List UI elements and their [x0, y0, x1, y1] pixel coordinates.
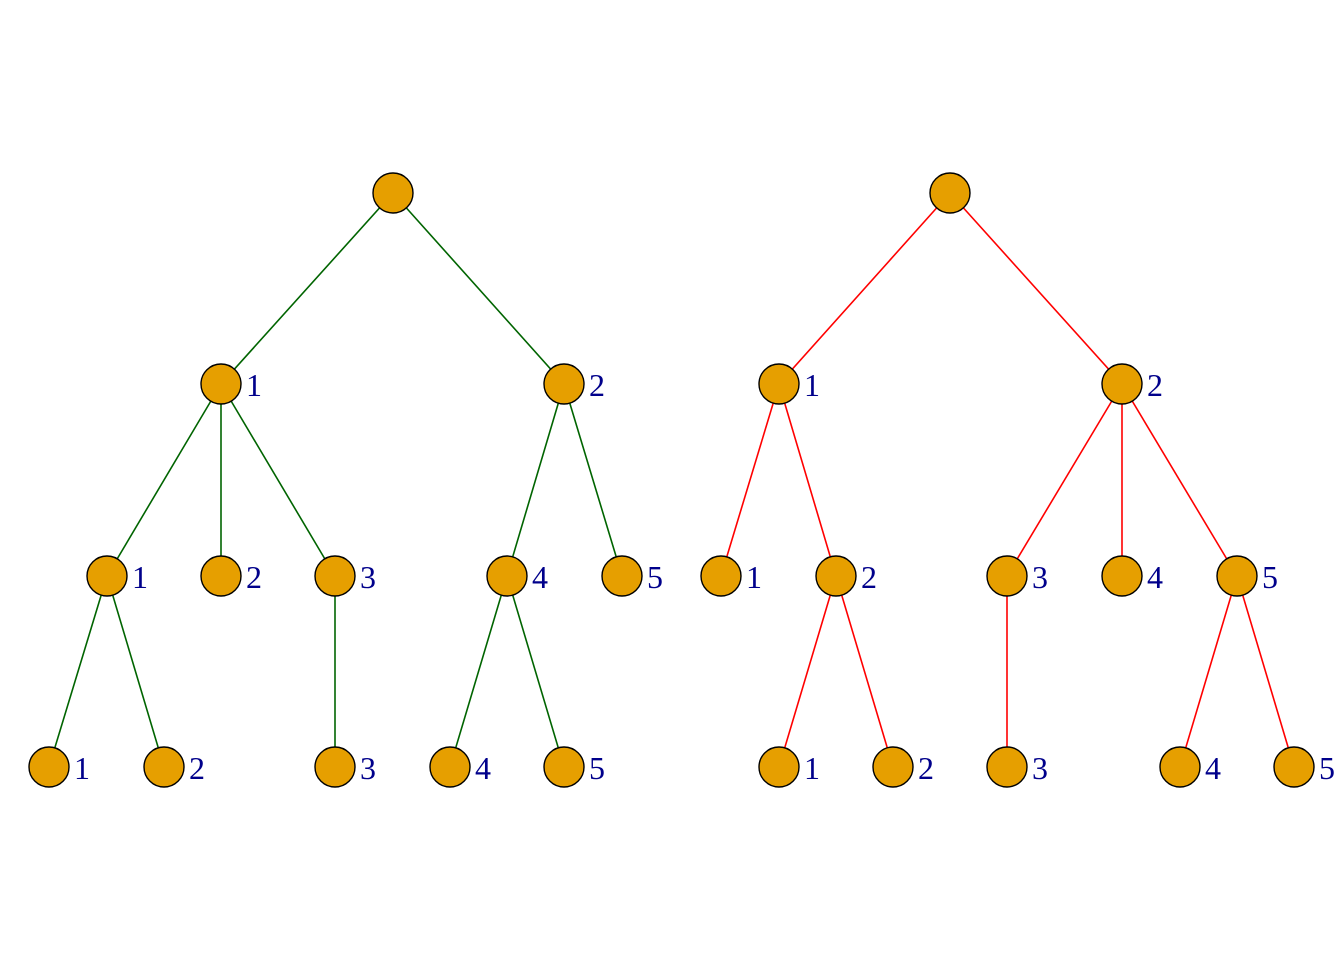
node-b3: [314, 555, 356, 597]
node-label-c4: 4: [475, 750, 491, 786]
node-r: [929, 172, 971, 214]
node-label-c5: 5: [589, 750, 605, 786]
edge-r-a2: [392, 192, 565, 385]
node-a1: [758, 363, 800, 405]
node-c4: [1159, 746, 1201, 788]
edge-r-a2: [949, 192, 1123, 385]
node-c5: [1273, 746, 1315, 788]
node-r: [372, 172, 414, 214]
edge-a1-b2: [778, 383, 837, 577]
node-label-b5: 5: [1262, 559, 1278, 595]
edge-a2-b4: [506, 383, 565, 577]
node-c1: [758, 746, 800, 788]
edge-a2-b5: [563, 383, 623, 577]
node-label-c1: 1: [74, 750, 90, 786]
node-b1: [700, 555, 742, 597]
node-c2: [872, 746, 914, 788]
node-label-c3: 3: [360, 750, 376, 786]
edge-r-a1: [778, 192, 951, 385]
edge-b5-c4: [1179, 575, 1238, 768]
tree-2: 1 2 1 2 3 4 5 1 2 3 4 5: [700, 172, 1335, 788]
edge-a1-b1: [720, 383, 780, 577]
node-a2: [543, 363, 585, 405]
node-label-c5: 5: [1319, 750, 1335, 786]
node-c3: [986, 746, 1028, 788]
node-c4: [429, 746, 471, 788]
edge-b4-c4: [449, 575, 508, 768]
node-b4: [1101, 555, 1143, 597]
node-a1: [200, 363, 242, 405]
node-label-c1: 1: [804, 750, 820, 786]
node-label-a2: 2: [589, 367, 605, 403]
node-label-a1: 1: [804, 367, 820, 403]
tree-1: 1 2 1 2 3 4 5 1 2 3 4 5: [28, 172, 663, 788]
node-label-b3: 3: [1032, 559, 1048, 595]
node-b2: [815, 555, 857, 597]
edge-r-a1: [220, 192, 394, 385]
node-b2: [200, 555, 242, 597]
node-label-b4: 4: [1147, 559, 1163, 595]
node-c3: [314, 746, 356, 788]
node-c5: [543, 746, 585, 788]
node-label-c4: 4: [1205, 750, 1221, 786]
node-label-b4: 4: [532, 559, 548, 595]
edge-a2-b5: [1121, 383, 1238, 577]
edge-b2-c2: [835, 575, 894, 768]
node-label-b2: 2: [861, 559, 877, 595]
edge-b2-c1: [778, 575, 837, 768]
edge-b5-c5: [1236, 575, 1295, 768]
edge-a2-b3: [1006, 383, 1123, 577]
edge-a1-b1: [106, 383, 222, 577]
node-b5: [1216, 555, 1258, 597]
node-c2: [143, 746, 185, 788]
edge-b4-c5: [506, 575, 565, 768]
edge-b1-c1: [48, 575, 108, 768]
node-label-b3: 3: [360, 559, 376, 595]
node-label-b2: 2: [246, 559, 262, 595]
node-label-a2: 2: [1147, 367, 1163, 403]
node-c1: [28, 746, 70, 788]
node-b4: [486, 555, 528, 597]
node-label-c2: 2: [189, 750, 205, 786]
edge-b1-c2: [106, 575, 165, 768]
node-a2: [1101, 363, 1143, 405]
node-b3: [986, 555, 1028, 597]
node-b5: [601, 555, 643, 597]
node-label-a1: 1: [246, 367, 262, 403]
node-label-b1: 1: [746, 559, 762, 595]
node-b1: [86, 555, 128, 597]
node-label-c2: 2: [918, 750, 934, 786]
node-label-b1: 1: [132, 559, 148, 595]
edge-a1-b3: [220, 383, 336, 577]
node-label-c3: 3: [1032, 750, 1048, 786]
node-label-b5: 5: [647, 559, 663, 595]
